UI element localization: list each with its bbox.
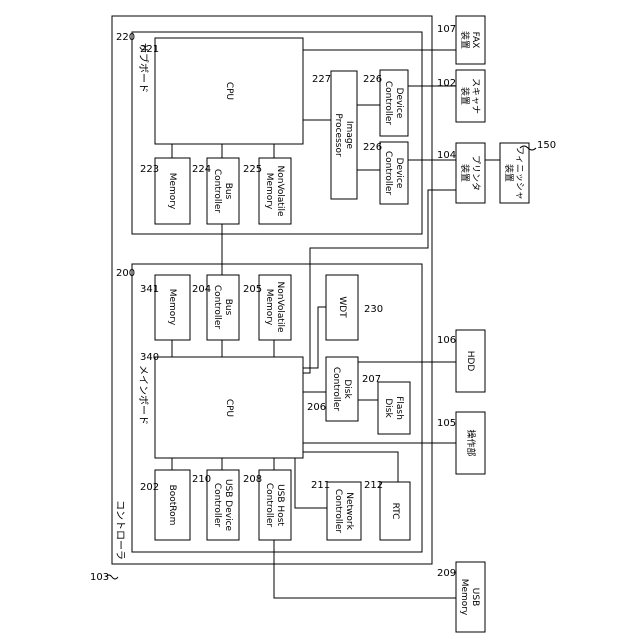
ref-230: 230 [364, 304, 383, 315]
usb-memory-line2: Memory [459, 579, 469, 616]
main-memory-label: Memory [167, 289, 177, 326]
main-nonvolatile-memory-box [259, 275, 291, 340]
ref-220: 220 [116, 32, 135, 43]
ref-224: 224 [192, 164, 211, 175]
ref-340: 340 [140, 352, 159, 363]
ref-200: 200 [116, 268, 135, 279]
usb-host-controller-line1: USB Host [275, 484, 285, 526]
ref-226a: 226 [363, 74, 382, 85]
printer-line2: 装置 [459, 164, 471, 182]
wdt-label: WDT [337, 296, 347, 318]
ref-212: 212 [364, 480, 383, 491]
ref-150: 150 [537, 140, 556, 151]
ref-211: 211 [311, 480, 330, 491]
sub-bus-controller-line1: Bus [223, 183, 233, 200]
operation-unit-label: 操作部 [465, 429, 477, 456]
disk-controller-line1: Disk [342, 379, 352, 399]
ref-202: 202 [140, 482, 159, 493]
ref-105: 105 [437, 418, 456, 429]
disk-controller-line2: Controller [331, 367, 341, 412]
ref-206: 206 [307, 402, 326, 413]
flash-disk-box [378, 382, 410, 434]
usb-device-controller-line2: Controller [212, 483, 222, 528]
ref-106: 106 [437, 335, 456, 346]
ref-225: 225 [243, 164, 262, 175]
flash-disk-line1: Flash [394, 396, 404, 420]
main-bus-controller-box [207, 275, 239, 340]
ref-207: 207 [362, 374, 381, 385]
ref-221: 221 [140, 44, 159, 55]
ref-226b: 226 [363, 142, 382, 153]
scanner-dc-line2: Controller [383, 81, 393, 126]
printer-dc-line1: Device [394, 158, 404, 189]
sub-bus-controller-line2: Controller [212, 169, 222, 214]
ref-210: 210 [192, 474, 211, 485]
sub-cpu-label: CPU [224, 82, 234, 100]
ref-104: 104 [437, 150, 456, 161]
finisher-line2: 装置 [503, 164, 515, 182]
image-processor-line2: Processor [333, 113, 343, 157]
ref-209: 209 [437, 568, 456, 579]
scanner-line2: 装置 [459, 87, 471, 105]
bootrom-label: BootRom [167, 485, 177, 526]
ref-102: 102 [437, 78, 456, 89]
main-bus-controller-line1: Bus [223, 299, 233, 316]
image-processor-line1: Image [344, 121, 354, 150]
ref-341: 341 [140, 284, 159, 295]
ref-107: 107 [437, 24, 456, 35]
usb-device-controller-box [207, 470, 239, 540]
finisher-line1: フィニッシャ [514, 146, 524, 200]
main-nvmem-line1: NonVolatile [275, 282, 285, 333]
main-nvmem-line2: Memory [264, 289, 274, 326]
main-cpu-label: CPU [224, 399, 234, 417]
flash-disk-line2: Disk [383, 398, 393, 418]
disk-controller-box [326, 357, 358, 421]
rtc-label: RTC [390, 503, 400, 520]
ref-208: 208 [243, 474, 262, 485]
sub-nvmem-line1: NonVolatile [275, 166, 285, 217]
ref-205: 205 [243, 284, 262, 295]
usb-host-controller-box [259, 470, 291, 540]
network-controller-line2: Controller [333, 489, 343, 534]
ref-204: 204 [192, 284, 211, 295]
mainboard-title: メインボード [137, 365, 149, 425]
ref-227: 227 [312, 74, 331, 85]
usb-device-controller-line1: USB Device [223, 479, 233, 532]
printer-dc-line2: Controller [383, 151, 393, 196]
hdd-label: HDD [465, 351, 475, 372]
ref-103: 103 [90, 572, 109, 583]
printer-line1: プリンタ [470, 155, 481, 191]
usb-host-controller-line2: Controller [264, 483, 274, 528]
ref-223: 223 [140, 164, 159, 175]
usb-memory-line1: USB [470, 588, 480, 606]
sub-bus-controller-box [207, 158, 239, 224]
fax-line1: FAX [470, 32, 480, 49]
sub-memory-label: Memory [167, 173, 177, 210]
scanner-line1: スキャナ [470, 78, 481, 114]
fax-line2: 装置 [459, 31, 471, 49]
scanner-dc-line1: Device [394, 88, 404, 119]
sub-nvmem-line2: Memory [264, 173, 274, 210]
network-controller-box [327, 482, 361, 540]
main-bus-controller-line2: Controller [212, 285, 222, 330]
controller-title: コントローラ [114, 500, 126, 560]
sub-nonvolatile-memory-box [259, 158, 291, 224]
network-controller-line1: Network [344, 492, 354, 530]
